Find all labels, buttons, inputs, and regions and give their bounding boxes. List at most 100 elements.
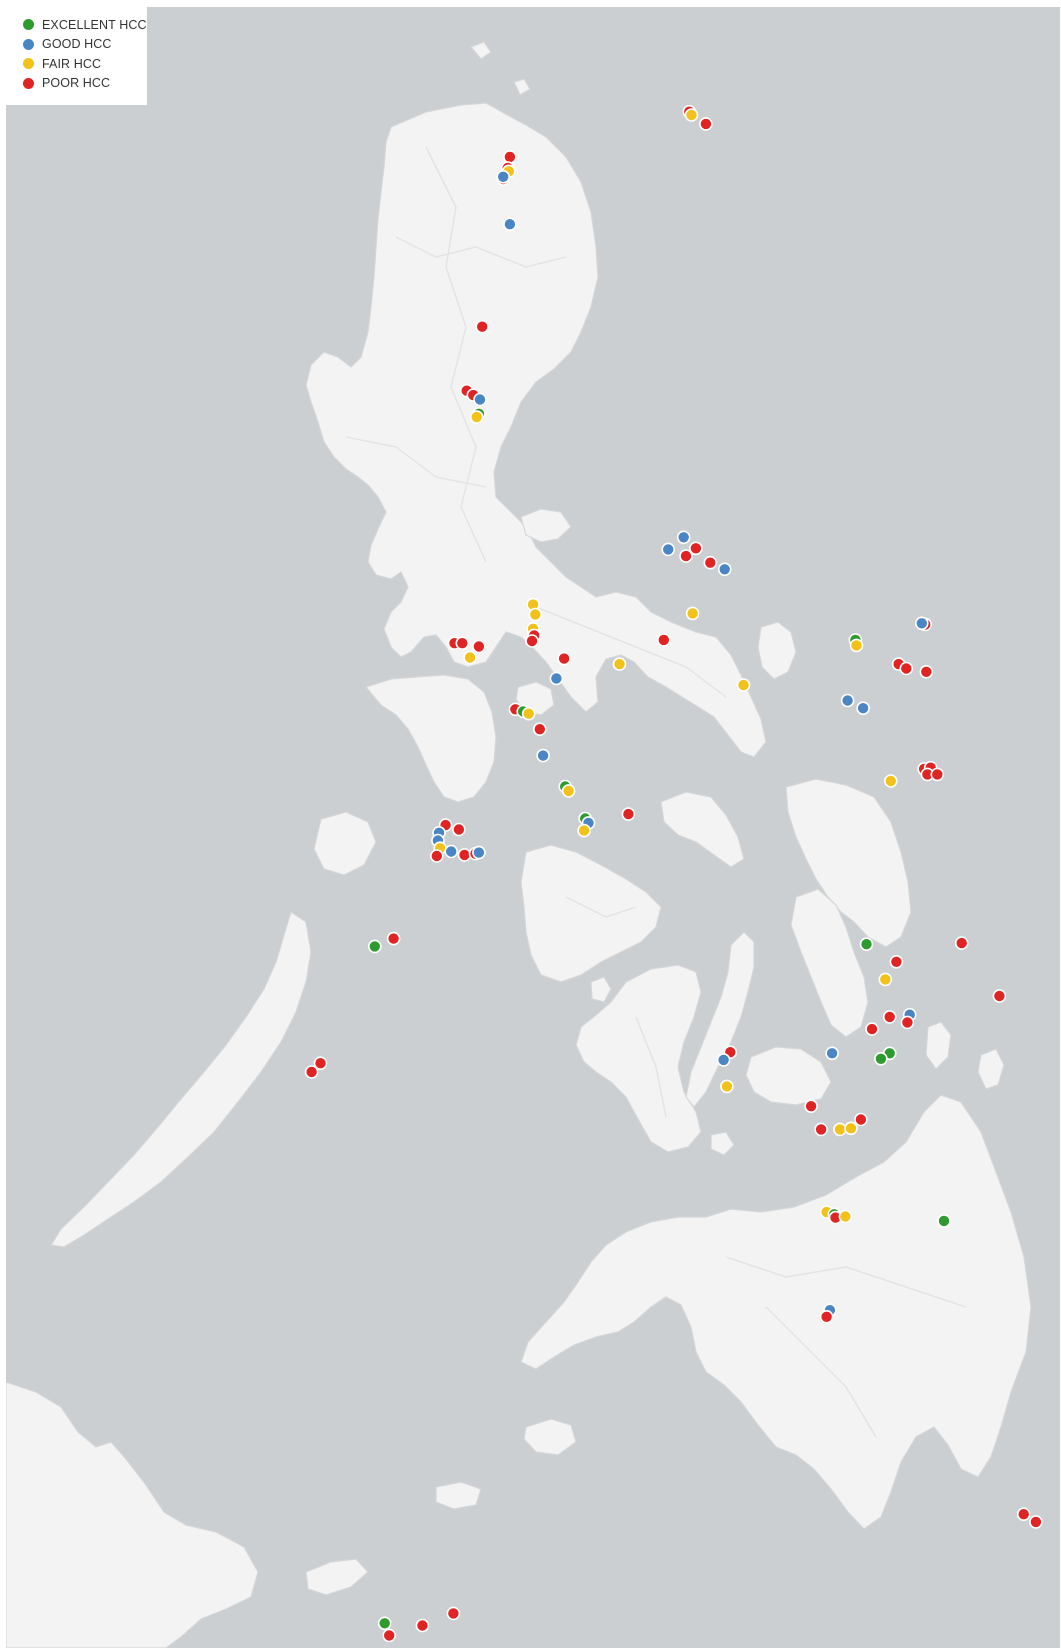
site-marker-fair[interactable] [463,650,477,665]
landmass-busuanga [313,811,377,876]
site-marker-poor[interactable] [899,661,914,676]
site-marker-poor[interactable] [814,1122,828,1137]
site-marker-poor[interactable] [557,651,571,666]
landmass-mindanao [520,1094,1032,1530]
site-marker-fair[interactable] [883,774,898,788]
site-marker-fair[interactable] [577,823,591,838]
site-marker-good[interactable] [716,1053,731,1067]
site-marker-poor[interactable] [703,555,718,570]
site-marker-poor[interactable] [656,633,671,647]
site-marker-poor[interactable] [854,1112,868,1127]
site-marker-fair[interactable] [878,972,893,987]
legend-label: EXCELLENT HCC [42,17,147,32]
site-marker-poor[interactable] [865,1022,879,1036]
site-marker-good[interactable] [840,693,855,708]
site-marker-poor[interactable] [679,549,693,563]
site-marker-poor[interactable] [472,639,486,654]
site-marker-good[interactable] [676,530,691,545]
site-marker-fair[interactable] [849,638,864,653]
site-marker-poor[interactable] [382,1628,397,1643]
landmass-polillo [520,508,572,543]
site-marker-poor[interactable] [475,319,490,334]
site-marker-poor[interactable] [882,1010,897,1024]
legend-swatch-poor [23,77,34,89]
site-marker-poor[interactable] [503,150,517,164]
site-marker-good[interactable] [536,748,550,763]
site-marker-fair[interactable] [833,1122,847,1137]
landmass-panay [520,844,662,983]
legend-item-good: GOOD HCC [23,35,147,55]
site-marker-good[interactable] [549,671,564,686]
site-marker-poor[interactable] [1029,1515,1043,1529]
legend-swatch-good [23,38,34,50]
site-marker-poor[interactable] [415,1618,430,1633]
road [765,1306,877,1438]
landmass-borneo [6,1381,259,1648]
site-marker-poor[interactable] [1016,1507,1031,1521]
landmass-jolo [435,1481,482,1510]
site-marker-fair[interactable] [720,1079,734,1094]
site-marker-excellent[interactable] [937,1214,951,1228]
site-marker-poor[interactable] [455,636,470,651]
site-marker-poor[interactable] [954,936,969,950]
landmass-dinagat [925,1021,952,1070]
site-marker-poor[interactable] [689,541,703,556]
site-marker-good[interactable] [856,701,870,716]
map-view[interactable] [6,7,1060,1648]
site-marker-poor[interactable] [819,1310,834,1324]
site-marker-good[interactable] [496,170,511,184]
site-marker-poor[interactable] [429,849,444,863]
site-marker-poor[interactable] [525,634,539,648]
site-marker-fair[interactable] [838,1209,853,1224]
landmass-guimaras [590,976,612,1003]
legend-label: FAIR HCC [42,56,102,71]
site-marker-poor[interactable] [386,931,401,946]
site-marker-fair[interactable] [521,706,536,721]
site-marker-fair[interactable] [844,1121,858,1136]
site-marker-good[interactable] [825,1046,839,1061]
site-marker-good[interactable] [503,217,517,231]
site-marker-fair[interactable] [528,607,543,622]
site-marker-poor[interactable] [699,117,713,131]
site-marker-fair[interactable] [685,606,700,621]
land-layer [6,41,1032,1648]
site-marker-fair[interactable] [684,108,699,122]
site-marker-fair[interactable] [736,678,751,692]
site-marker-good[interactable] [661,542,676,557]
landmass-babuyan [513,78,531,96]
landmass-palawan [50,911,312,1248]
landmass-basilan [523,1418,577,1456]
site-marker-good[interactable] [473,392,487,407]
site-marker-excellent[interactable] [377,1616,392,1631]
site-marker-fair[interactable] [469,410,484,424]
site-marker-good[interactable] [914,616,929,631]
site-marker-poor[interactable] [304,1065,319,1079]
site-marker-good[interactable] [472,845,486,860]
site-marker-poor[interactable] [919,664,934,679]
landmass-cebu [685,931,755,1108]
site-marker-fair[interactable] [561,784,576,798]
site-marker-excellent[interactable] [874,1052,888,1066]
site-marker-poor[interactable] [621,807,636,821]
site-marker-good[interactable] [444,844,459,859]
site-marker-poor[interactable] [457,848,472,862]
site-marker-poor[interactable] [889,954,904,969]
site-marker-poor[interactable] [313,1056,328,1070]
legend-item-excellent: EXCELLENT HCC [23,15,147,35]
site-marker-excellent[interactable] [859,937,874,952]
site-marker-poor[interactable] [930,767,945,782]
marker-layer [304,104,1043,1643]
landmass-catanduanes [757,621,797,680]
site-marker-poor[interactable] [992,989,1007,1003]
site-marker-poor[interactable] [804,1099,818,1113]
site-marker-poor[interactable] [900,1015,915,1030]
site-marker-poor[interactable] [446,1606,461,1621]
site-marker-good[interactable] [717,562,732,577]
site-marker-poor[interactable] [532,722,547,737]
map-canvas[interactable] [6,7,1060,1648]
road [535,606,727,698]
landmass-leyte [790,888,869,1038]
site-marker-fair[interactable] [612,657,627,671]
site-marker-excellent[interactable] [367,939,382,954]
site-marker-poor[interactable] [452,822,466,837]
